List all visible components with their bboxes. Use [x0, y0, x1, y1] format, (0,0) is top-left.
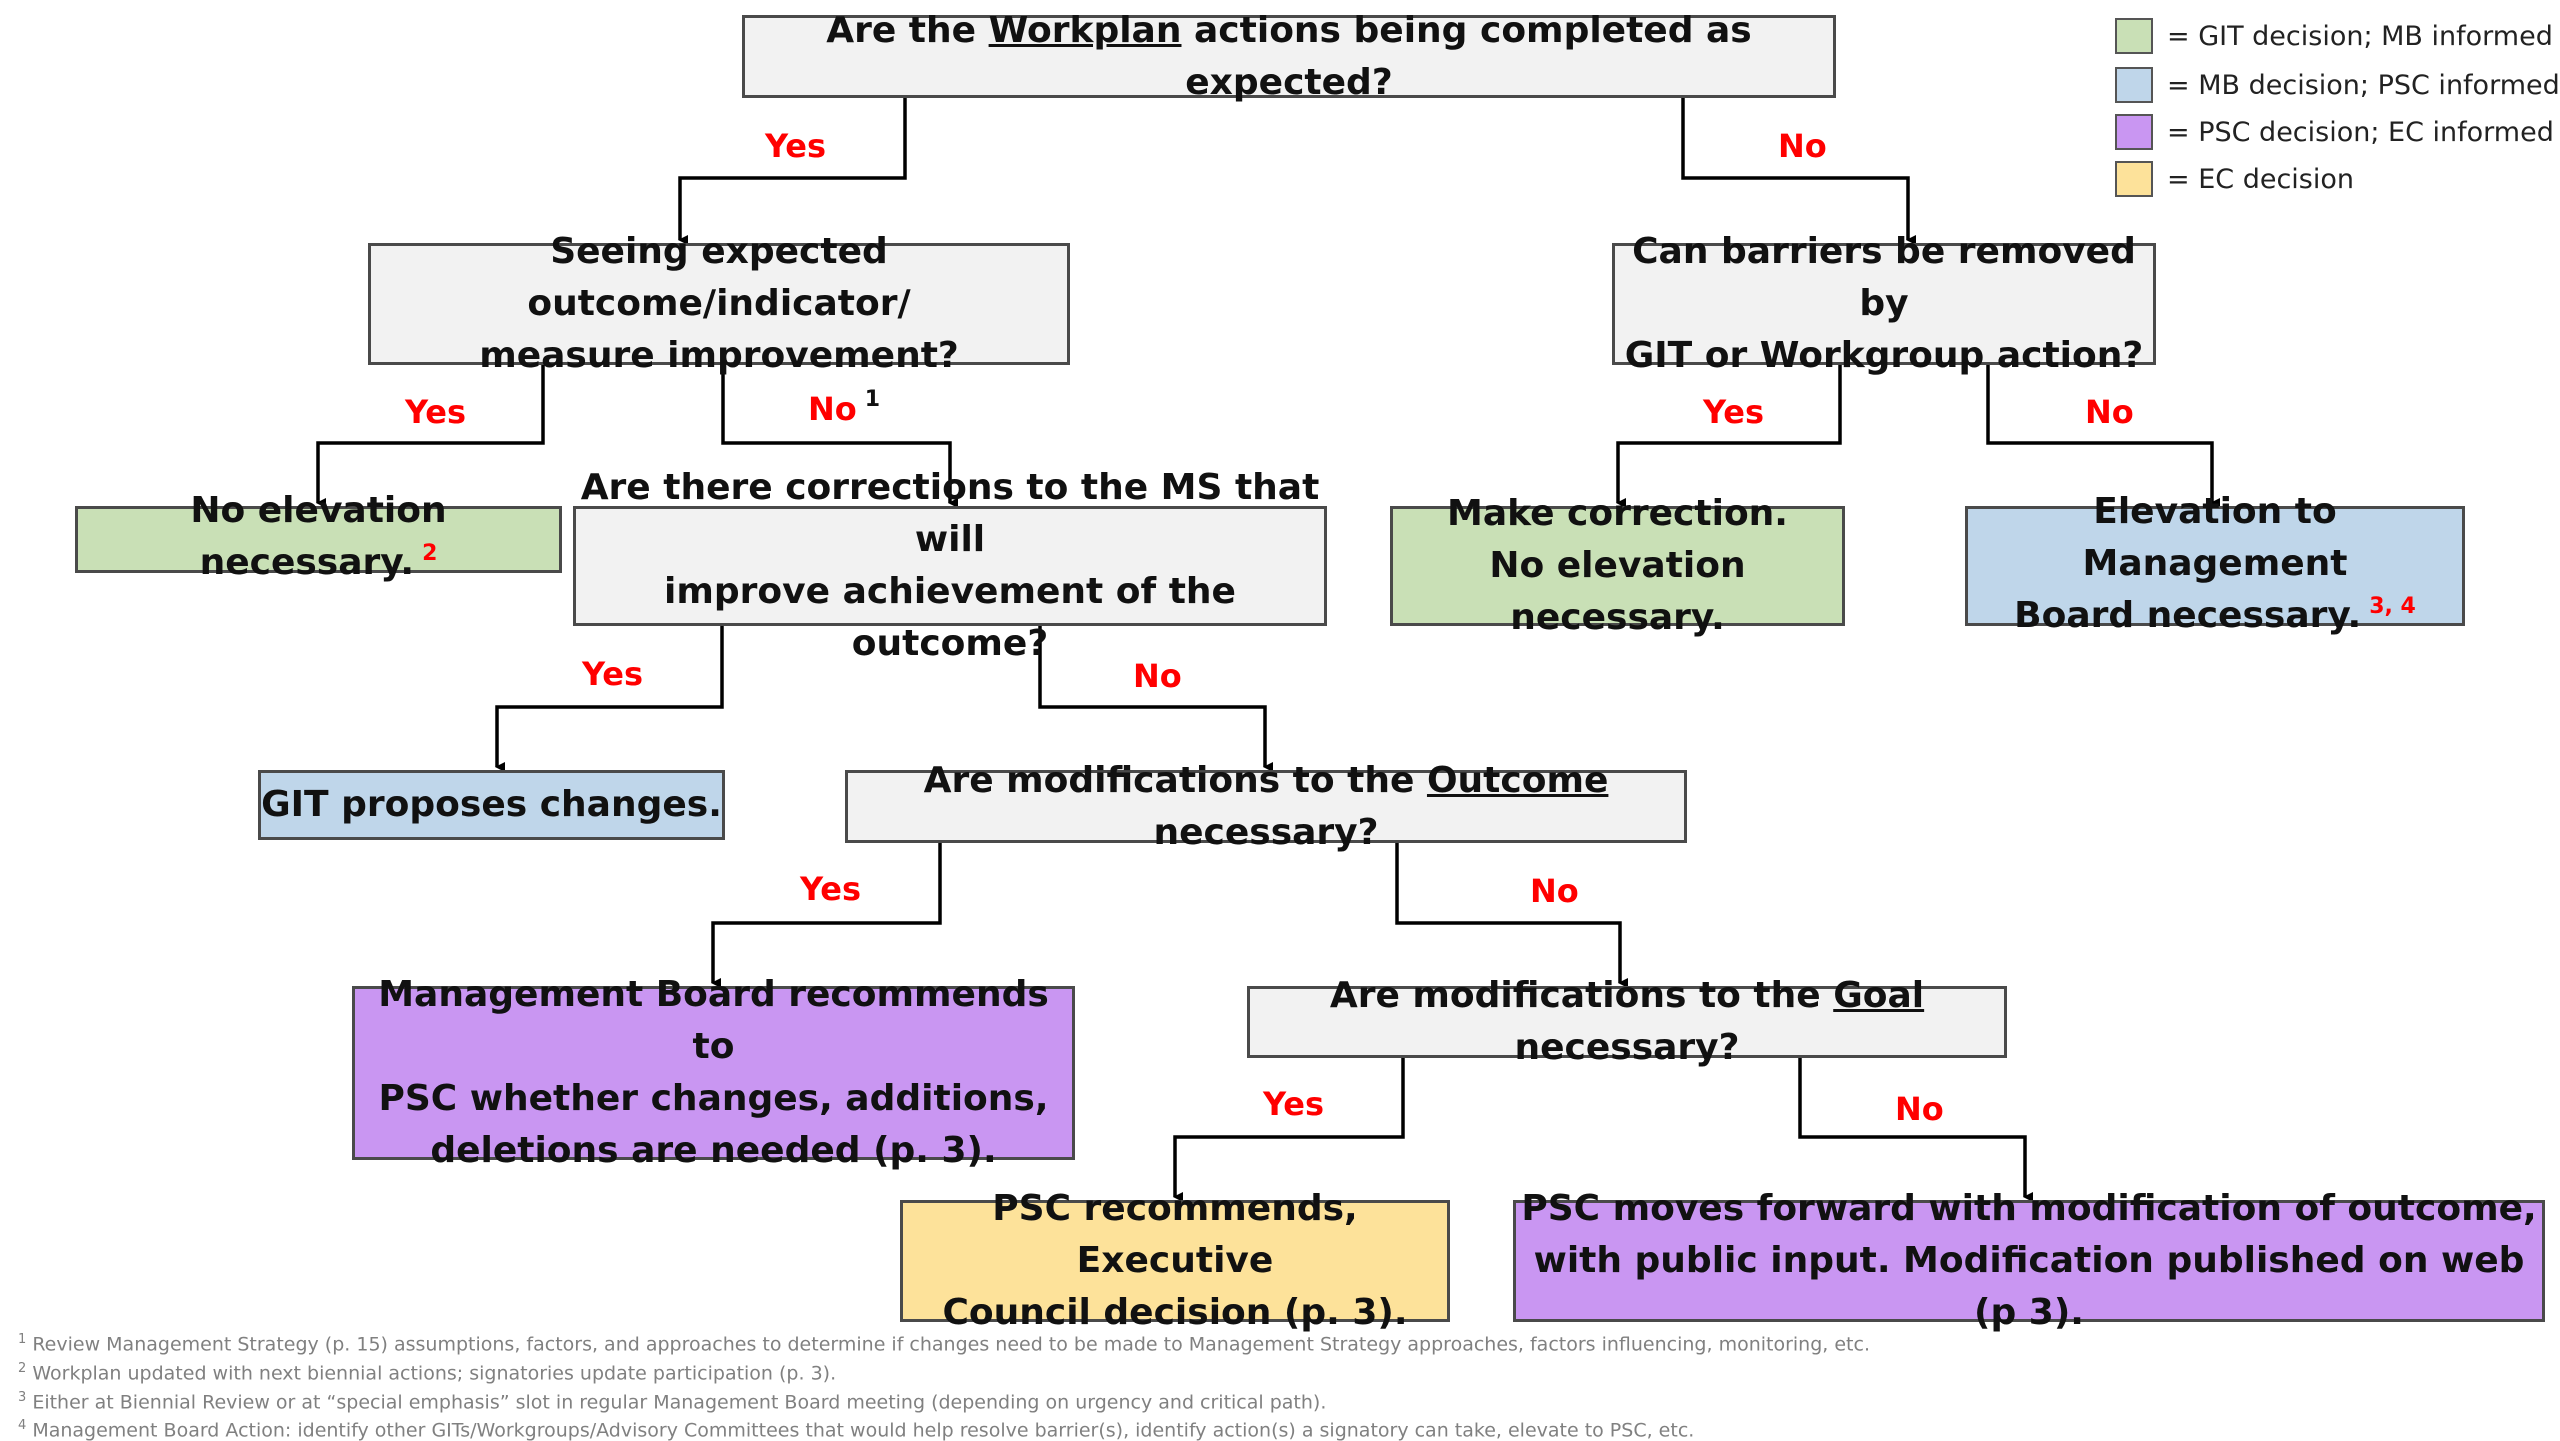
footnote-3: 3 Either at Biennial Review or at “speci… [18, 1390, 1327, 1414]
arrow-q6-no [1798, 1058, 2033, 1202]
arrow-q5-no [1395, 843, 1628, 988]
legend-item-psc: = PSC decision; EC informed [2115, 114, 2554, 150]
label-q2-yes: Yes [405, 393, 466, 431]
label-q5-yes: Yes [800, 870, 861, 908]
arrow-q1-no [1681, 98, 1916, 245]
arrow-q2-no [721, 365, 958, 508]
footnote-4: 4 Management Board Action: identify othe… [18, 1418, 1695, 1441]
question-ms-corrections: Are there corrections to the MS that wil… [573, 467, 1327, 664]
arrow-q2-yes [316, 365, 545, 508]
label-q6-yes: Yes [1263, 1085, 1324, 1123]
label-q1-no: No [1778, 127, 1827, 165]
arrow-q3-yes [1616, 365, 1842, 508]
label-q4-yes: Yes [582, 655, 643, 693]
legend-swatch [2115, 161, 2153, 197]
legend-swatch [2115, 18, 2153, 54]
question-outcome-modifications: Are modifications to the Outcome necessa… [845, 760, 1687, 853]
question-goal-modifications: Are modifications to the Goal necessary? [1247, 975, 2007, 1068]
arrow-q1-yes [678, 98, 907, 245]
label-q4-no: No [1133, 657, 1182, 695]
question-expected-outcome: Seeing expected outcome/indicator/ measu… [368, 231, 1070, 376]
arrow-q4-no [1038, 626, 1273, 772]
legend-label: = GIT decision; MB informed [2167, 20, 2553, 52]
elevation-to-management-board: Elevation to Management Board necessary.… [1965, 491, 2465, 636]
question-barriers-removed: Can barriers be removed by GIT or Workgr… [1612, 231, 2156, 376]
label-q1-yes: Yes [765, 127, 826, 165]
legend-swatch [2115, 114, 2153, 150]
legend-swatch [2115, 67, 2153, 103]
label-q5-no: No [1530, 872, 1579, 910]
legend-item-ec: = EC decision [2115, 161, 2354, 197]
arrow-q6-yes [1173, 1058, 1405, 1202]
psc-recommends-executive-council: PSC recommends, Executive Council decisi… [900, 1188, 1450, 1333]
legend-item-mb: = MB decision; PSC informed [2115, 67, 2560, 103]
psc-moves-forward: PSC moves forward with modification of o… [1513, 1188, 2545, 1333]
footnote-1: 1 Review Management Strategy (p. 15) ass… [18, 1332, 1870, 1356]
git-proposes-changes: GIT proposes changes. [258, 770, 725, 840]
management-board-recommends: Management Board recommends to PSC wheth… [352, 974, 1075, 1171]
arrow-q3-no [1986, 365, 2220, 508]
label-q3-no: No [2085, 393, 2134, 431]
question-workplan-actions: Are the Workplan actions being completed… [742, 10, 1836, 103]
label-q3-yes: Yes [1703, 393, 1764, 431]
arrow-q5-yes [711, 843, 942, 988]
legend-item-git: = GIT decision; MB informed [2115, 18, 2553, 54]
no-elevation-necessary: No elevation necessary.2 [75, 490, 562, 583]
label-q6-no: No [1895, 1090, 1944, 1128]
arrow-q4-yes [495, 626, 724, 772]
footnote-2: 2 Workplan updated with next biennial ac… [18, 1361, 837, 1385]
make-correction: Make correction. No elevation necessary. [1390, 493, 1845, 638]
legend-label: = EC decision [2167, 163, 2354, 195]
legend-label: = PSC decision; EC informed [2167, 116, 2554, 148]
legend-label: = MB decision; PSC informed [2167, 69, 2560, 101]
